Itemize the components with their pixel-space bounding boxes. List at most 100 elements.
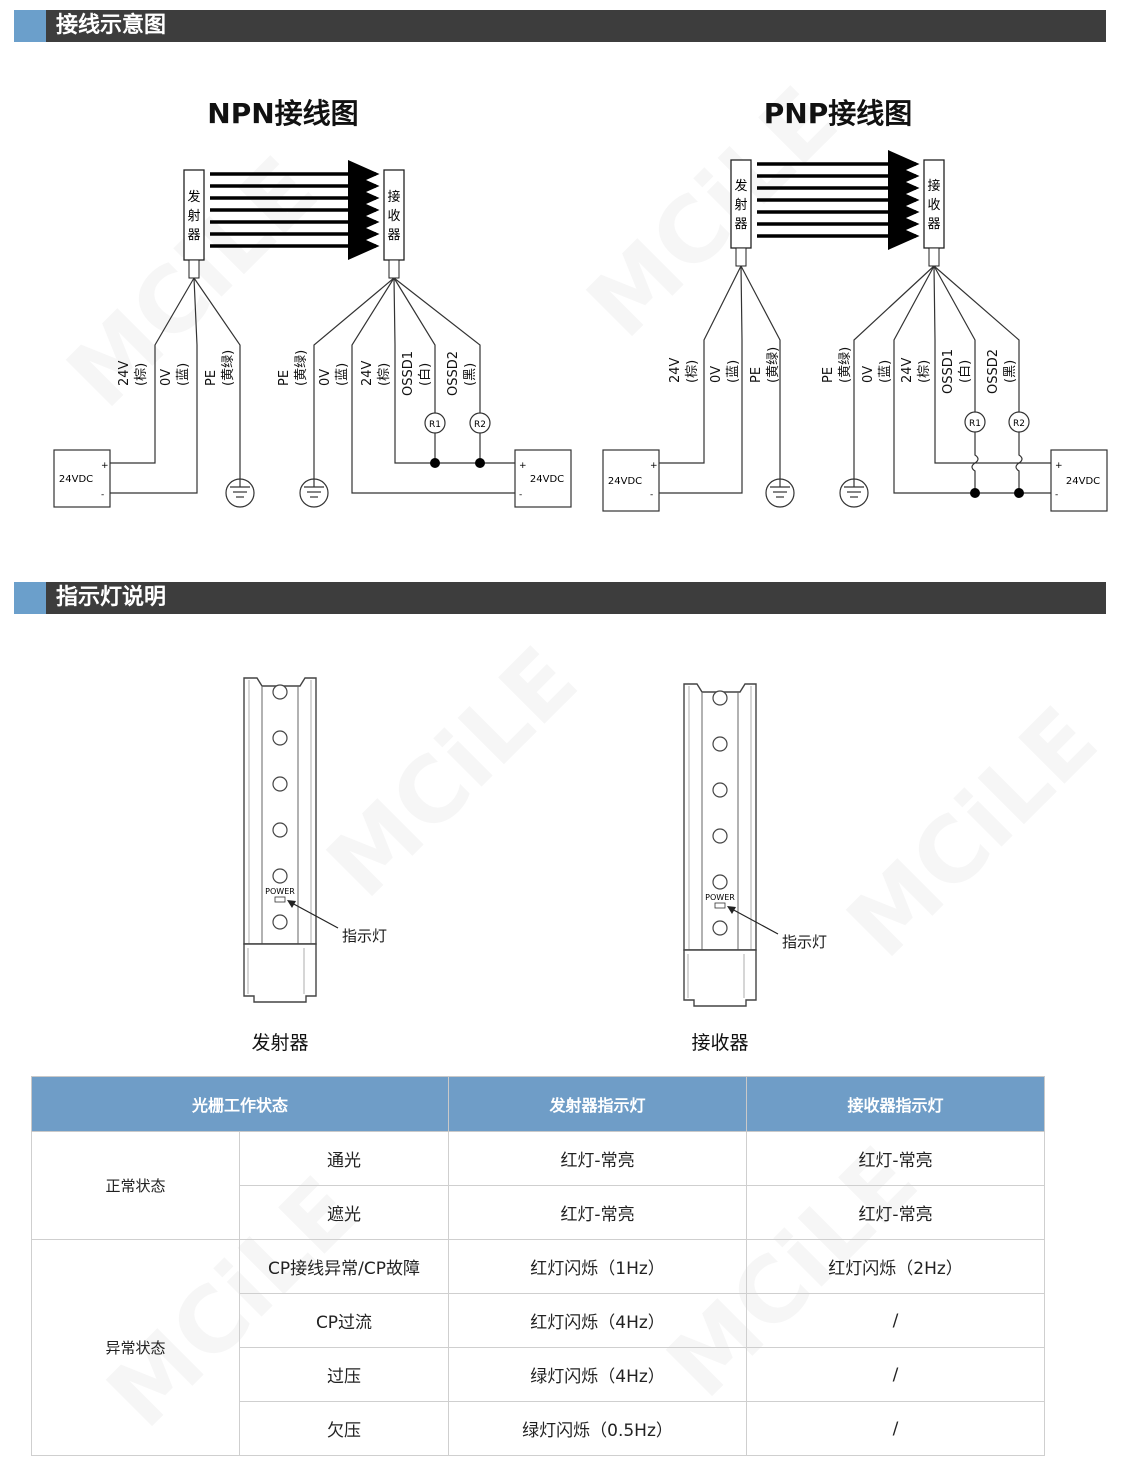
wire-label: PE bbox=[204, 370, 219, 386]
svg-text:发: 发 bbox=[734, 178, 747, 194]
emitter-cell: 红灯闪烁（1Hz） bbox=[448, 1239, 748, 1294]
wire-label: (黑) bbox=[463, 363, 478, 386]
receiver-cell: 红灯-常亮 bbox=[746, 1131, 1046, 1186]
svg-text:(黑): (黑) bbox=[1003, 360, 1018, 383]
svg-text:-: - bbox=[650, 490, 653, 500]
header-emitter: 发射器指示灯 bbox=[448, 1076, 748, 1132]
svg-text:+: + bbox=[519, 461, 527, 471]
wire-label: (棕) bbox=[134, 363, 149, 386]
pnp-resistor-r1 bbox=[964, 411, 986, 433]
pnp-wiring-diagram: 发 射 器 接 收 器 R1 R2 24V (棕) 0V (蓝) PE (黄绿) bbox=[602, 150, 1108, 512]
svg-text:POWER: POWER bbox=[265, 887, 295, 896]
ground-icon bbox=[299, 478, 329, 508]
table-row: 过压 绿灯闪烁（4Hz） / bbox=[32, 1347, 1046, 1402]
section-title: 接线示意图 bbox=[56, 13, 167, 38]
svg-text:+: + bbox=[1055, 461, 1063, 471]
svg-text:(棕): (棕) bbox=[917, 360, 932, 383]
npn-emitter-char: 器 bbox=[187, 228, 200, 243]
wire-label: OSSD2 bbox=[446, 351, 461, 396]
npn-supply-right bbox=[514, 449, 572, 508]
emitter-device-drawing: POWER bbox=[243, 677, 339, 1003]
svg-text:(蓝): (蓝) bbox=[726, 360, 741, 383]
state-cell: 过压 bbox=[238, 1347, 450, 1402]
svg-text:24VDC: 24VDC bbox=[1066, 476, 1100, 487]
npn-emitter-char: 发 bbox=[187, 189, 200, 205]
section-title: 指示灯说明 bbox=[56, 585, 167, 610]
svg-text:R1: R1 bbox=[429, 420, 441, 430]
svg-text:24VDC: 24VDC bbox=[59, 474, 93, 485]
wire-label: OSSD1 bbox=[401, 351, 416, 396]
svg-text:0V: 0V bbox=[709, 366, 724, 383]
svg-text:(白): (白) bbox=[957, 360, 973, 383]
pnp-diagram-title: PNP接线图 bbox=[763, 97, 913, 130]
svg-text:-: - bbox=[101, 490, 104, 500]
wire-label: (黄绿) bbox=[221, 350, 236, 386]
section-header-wiring: 接线示意图 bbox=[14, 10, 1106, 42]
npn-receiver-char: 接 bbox=[387, 189, 400, 205]
pnp-supply-right bbox=[1050, 449, 1108, 512]
npn-supply-left bbox=[53, 449, 111, 508]
svg-text:+: + bbox=[650, 461, 658, 471]
ground-icon bbox=[225, 478, 255, 508]
pnp-supply-left bbox=[602, 449, 660, 512]
wire-label: (黄绿) bbox=[294, 350, 309, 386]
svg-text:射: 射 bbox=[734, 197, 747, 213]
receiver-cell: / bbox=[746, 1347, 1046, 1402]
svg-text:(蓝): (蓝) bbox=[878, 360, 893, 383]
npn-resistor-r1 bbox=[424, 412, 446, 434]
wire-label: 0V bbox=[318, 369, 333, 386]
header-receiver: 接收器指示灯 bbox=[746, 1076, 1046, 1132]
receiver-cell: / bbox=[746, 1293, 1046, 1348]
svg-text:(棕): (棕) bbox=[685, 360, 700, 383]
receiver-cell: 红灯闪烁（2Hz） bbox=[746, 1239, 1046, 1294]
emitter-cell: 绿灯闪烁（0.5Hz） bbox=[448, 1401, 748, 1456]
svg-text:器: 器 bbox=[927, 217, 940, 232]
svg-text:器: 器 bbox=[734, 217, 747, 232]
group-cell: 异常状态 bbox=[31, 1239, 240, 1456]
svg-text:接: 接 bbox=[927, 178, 940, 194]
emitter-indicator-callout: 指示灯 bbox=[342, 927, 388, 945]
emitter-cell: 红灯-常亮 bbox=[448, 1185, 748, 1240]
svg-text:24VDC: 24VDC bbox=[608, 476, 642, 487]
receiver-indicator-callout: 指示灯 bbox=[782, 933, 828, 951]
table-row: CP过流 红灯闪烁（4Hz） / bbox=[32, 1293, 1046, 1348]
npn-diagram-title: NPN接线图 bbox=[207, 97, 359, 130]
npn-receiver-char: 器 bbox=[387, 228, 400, 243]
npn-resistor-r2 bbox=[469, 412, 491, 434]
receiver-cell: / bbox=[746, 1401, 1046, 1456]
pnp-beam-arrows bbox=[757, 150, 920, 250]
table-row: 正常状态 通光 红灯-常亮 红灯-常亮 bbox=[31, 1131, 1046, 1240]
npn-beam-arrows bbox=[210, 160, 380, 260]
svg-text:OSSD2: OSSD2 bbox=[986, 349, 1001, 394]
table-row: 欠压 绿灯闪烁（0.5Hz） / bbox=[32, 1401, 1046, 1456]
svg-text:24V: 24V bbox=[668, 357, 683, 383]
receiver-cell: 红灯-常亮 bbox=[746, 1185, 1046, 1240]
svg-text:PE: PE bbox=[821, 367, 836, 383]
table-row: 遮光 红灯-常亮 红灯-常亮 bbox=[32, 1185, 1046, 1240]
indicator-status-table: 光栅工作状态 发射器指示灯 接收器指示灯 正常状态 通光 红灯-常亮 红灯-常亮… bbox=[30, 1076, 1046, 1456]
group-cell: 正常状态 bbox=[31, 1131, 240, 1240]
wire-label: 24V bbox=[117, 360, 132, 386]
wire-label: (蓝) bbox=[335, 363, 350, 386]
wire-label: (白) bbox=[417, 363, 433, 386]
svg-text:OSSD1: OSSD1 bbox=[941, 349, 956, 394]
npn-receiver-char: 收 bbox=[387, 209, 400, 224]
svg-text:(黄绿): (黄绿) bbox=[766, 347, 781, 383]
section-accent bbox=[14, 582, 46, 614]
svg-text:-: - bbox=[1055, 490, 1058, 500]
npn-emitter-char: 射 bbox=[187, 208, 200, 224]
svg-text:R1: R1 bbox=[969, 419, 981, 429]
svg-text:-: - bbox=[519, 490, 522, 500]
emitter-cell: 绿灯闪烁（4Hz） bbox=[448, 1347, 748, 1402]
watermark: MCiLE bbox=[828, 687, 1118, 977]
header-status: 光栅工作状态 bbox=[30, 1076, 450, 1132]
npn-wiring-diagram: 发 射 器 接 收 器 R1 R2 24V (棕) 0V bbox=[53, 160, 572, 508]
wire-label: 24V bbox=[360, 360, 375, 386]
svg-text:PE: PE bbox=[749, 367, 764, 383]
receiver-device-drawing: POWER bbox=[683, 683, 779, 1007]
wire-label: PE bbox=[277, 370, 292, 386]
wire-label: (棕) bbox=[377, 363, 392, 386]
svg-text:0V: 0V bbox=[861, 366, 876, 383]
state-cell: 遮光 bbox=[238, 1185, 450, 1240]
svg-text:R2: R2 bbox=[474, 420, 486, 430]
